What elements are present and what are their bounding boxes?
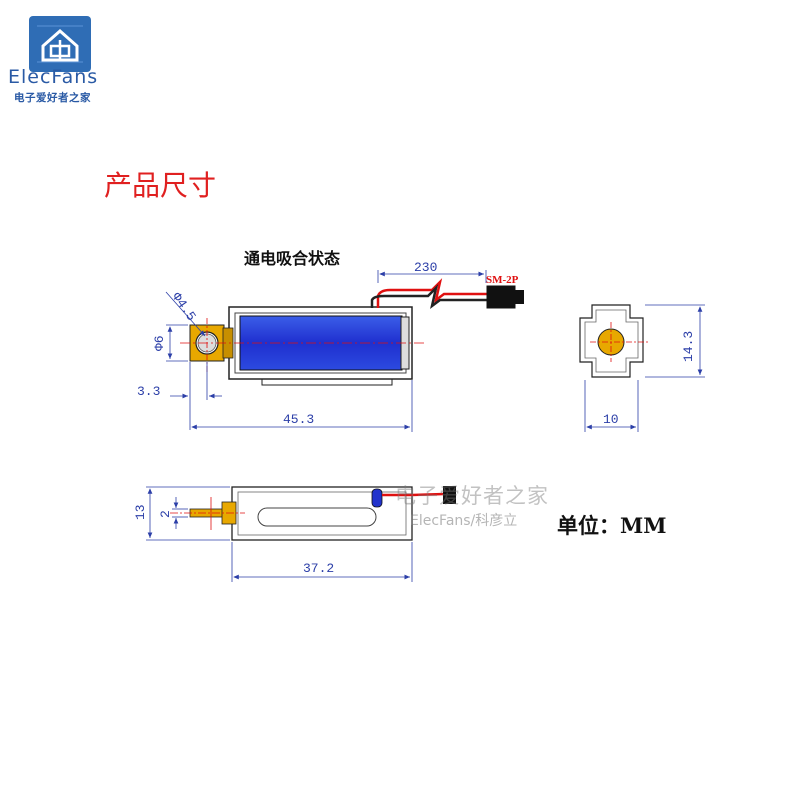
hole-dia-dim: Φ4.5: [169, 290, 199, 324]
side-length-dim: 37.2: [303, 561, 334, 576]
offset-dim: 3.3: [137, 384, 160, 399]
end-view: 14.3 10: [579, 304, 705, 432]
connector: [486, 285, 516, 309]
black-wire: [370, 284, 488, 310]
front-view: [180, 278, 524, 386]
brand-subtitle: 电子爱好者之家: [14, 92, 91, 104]
end-height-dim: 14.3: [681, 331, 696, 362]
wire-length-dim: 230: [414, 260, 437, 275]
connector-label: SM-2P: [486, 274, 519, 286]
watermark-en: ElecFans/科彦立: [410, 513, 518, 529]
side-view: 13 2 37.2: [133, 486, 456, 582]
plate-width-dim: Φ6: [152, 335, 167, 351]
state-label: 通电吸合状态: [244, 249, 341, 268]
end-width-dim: 10: [603, 412, 619, 427]
body-length-dim: 45.3: [283, 412, 314, 427]
unit-label: 单位：MM: [557, 513, 667, 538]
side-slot: [257, 507, 377, 527]
side-height-dim: 13: [133, 504, 148, 520]
plunger-dia-dim: 2: [158, 510, 173, 518]
elecfans-logo: [29, 16, 91, 72]
red-wire: [376, 278, 488, 308]
brand-name: ElecFans: [8, 66, 99, 88]
elecfans-logo-icon: [29, 16, 91, 72]
page-title: 产品尺寸: [104, 169, 217, 202]
watermark-cn: 电子爱好者之家: [395, 484, 549, 508]
